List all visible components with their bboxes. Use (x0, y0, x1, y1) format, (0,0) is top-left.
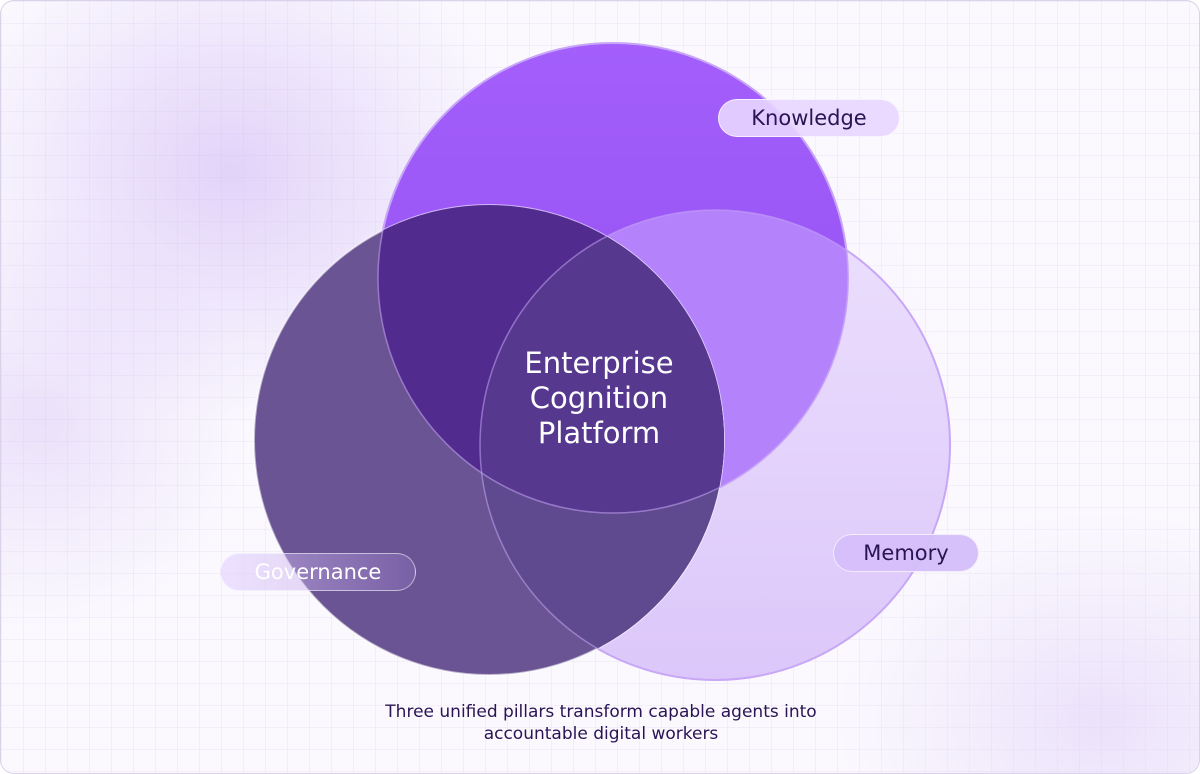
caption-line: Three unified pillars transform capable … (385, 702, 817, 722)
center-title-line: Enterprise (524, 346, 674, 380)
center-overlap (480, 210, 724, 513)
center-title-line: Platform (537, 416, 661, 450)
memory-label: Memory (833, 534, 979, 572)
center-title-line: Cognition (529, 381, 669, 415)
caption-line: accountable digital workers (483, 724, 719, 744)
governance-label: Governance (220, 553, 416, 591)
knowledge-label: Knowledge (718, 99, 900, 137)
caption: Three unified pillars transform capable … (301, 701, 901, 745)
center-title: Enterprise Cognition Platform (469, 346, 729, 451)
